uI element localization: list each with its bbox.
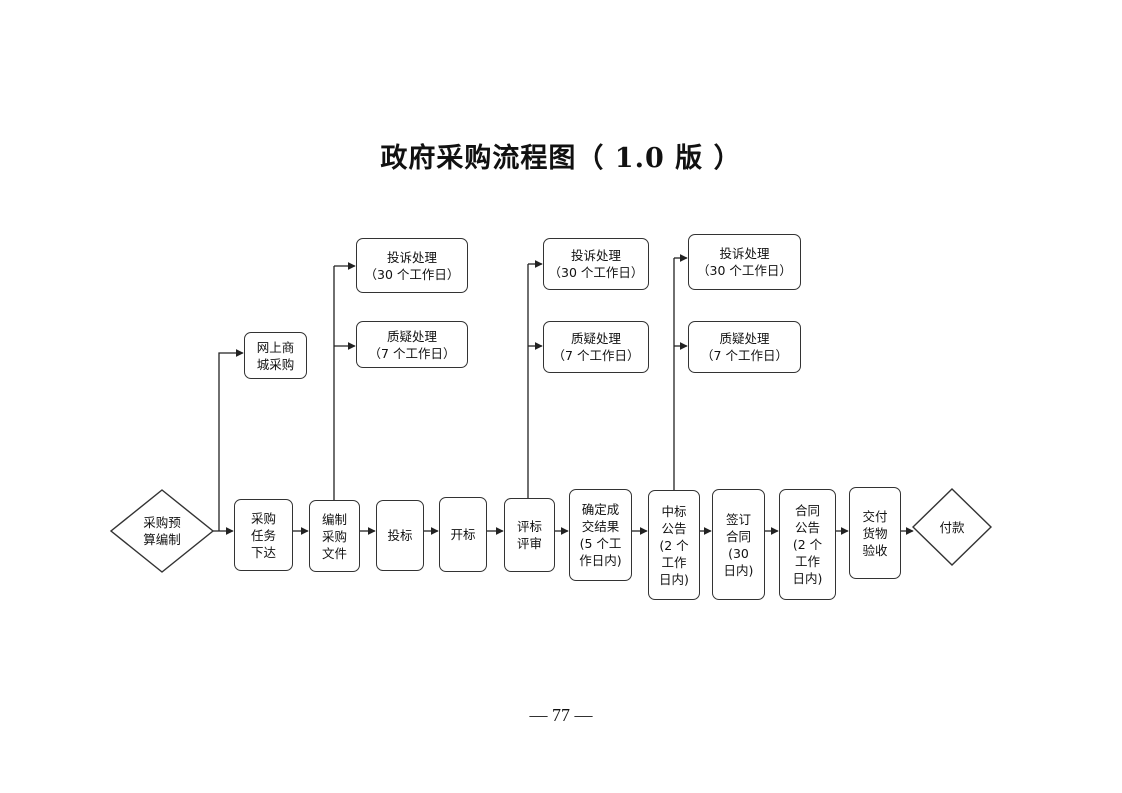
query-3-line-1: 质疑处理 [719,331,770,346]
budget-diamond [109,489,215,573]
sign-line-3: (30 [728,545,749,561]
complaint-1-line-1: 投诉处理 [386,249,437,265]
prepare-line-2: 采购 [321,528,347,544]
budget-line-1: 采购预 [143,515,181,530]
sign-line-4: 日内) [723,562,754,578]
award-notice-line-3: (2 个 [659,537,689,553]
complaint-1-line-2: （30 个工作日） [364,266,460,282]
open-label: 开标 [450,527,476,542]
award-notice-line-4: 工作 [661,554,687,570]
complaint-node-1: 投诉处理 （30 个工作日） [356,238,468,293]
task-line-2: 任务 [250,527,276,543]
award-notice-line-2: 公告 [661,520,687,536]
sign-line-2: 合同 [725,528,751,544]
award-notice-line-1: 中标 [661,503,687,519]
complaint-2-line-2: （30 个工作日） [548,265,644,280]
query-3-line-2: （7 个工作日） [701,348,788,363]
task-line-3: 下达 [250,544,276,560]
page-number: — 77 — [529,705,593,725]
delivery-line-1: 交付 [862,508,888,524]
query-node-2: 质疑处理 （7 个工作日） [543,321,649,373]
contract-notice-node: 合同 公告 (2 个 工作 日内) [779,489,836,600]
evaluate-node: 评标 评审 [504,498,555,572]
query-node-3: 质疑处理 （7 个工作日） [688,321,801,373]
prepare-node: 编制 采购 文件 [309,500,360,572]
confirm-line-4: 作日内) [579,553,622,568]
payment-node: 付款 [913,489,991,565]
award-notice-node: 中标 公告 (2 个 工作 日内) [648,490,700,600]
confirm-node: 确定成 交结果 (5 个工 作日内) [569,489,632,581]
sign-line-1: 签订 [725,511,751,527]
delivery-line-3: 验收 [862,542,888,558]
confirm-line-1: 确定成 [581,502,620,517]
task-node: 采购 任务 下达 [234,499,293,571]
query-node-1: 质疑处理 （7 个工作日） [356,321,468,368]
bid-node: 投标 [376,500,424,571]
award-notice-line-5: 日内) [659,571,689,587]
prepare-line-1: 编制 [321,511,347,527]
complaint-2-line-1: 投诉处理 [570,248,621,263]
contract-notice-line-1: 合同 [794,503,820,518]
mall-line-2: 城采购 [256,356,295,372]
payment-label: 付款 [939,519,965,535]
evaluate-line-1: 评标 [516,519,542,534]
sign-node: 签订 合同 (30 日内) [712,489,765,600]
query-1-line-2: （7 个工作日） [368,345,456,361]
contract-notice-line-3: (2 个 [792,537,823,552]
arrow-budget-mall [218,349,244,531]
complaint-3-line-1: 投诉处理 [719,246,770,261]
prepare-line-3: 文件 [321,545,347,561]
budget-line-2: 算编制 [143,532,181,547]
contract-notice-line-4: 工作 [794,554,820,569]
confirm-line-3: (5 个工 [579,536,622,551]
payment-diamond [911,488,993,566]
delivery-line-2: 货物 [862,525,888,541]
page-title: 政府采购流程图（ 1.0 版 ） [380,143,742,174]
complaint-node-2: 投诉处理 （30 个工作日） [543,238,649,290]
contract-notice-line-2: 公告 [794,520,820,535]
complaint-node-3: 投诉处理 （30 个工作日） [688,234,801,290]
mall-node: 网上商 城采购 [244,332,307,379]
query-2-line-2: （7 个工作日） [552,348,640,363]
task-line-1: 采购 [250,510,276,526]
delivery-node: 交付 货物 验收 [849,487,901,579]
open-node: 开标 [439,497,487,572]
bid-label: 投标 [387,528,413,543]
complaint-3-line-2: （30 个工作日） [697,263,792,278]
query-1-line-1: 质疑处理 [386,328,437,344]
mall-line-1: 网上商 [256,339,295,355]
budget-node: 采购预 算编制 [111,490,213,572]
confirm-line-2: 交结果 [581,519,620,534]
evaluate-line-2: 评审 [516,536,542,551]
contract-notice-line-5: 日内) [792,571,823,586]
query-2-line-1: 质疑处理 [570,331,621,346]
